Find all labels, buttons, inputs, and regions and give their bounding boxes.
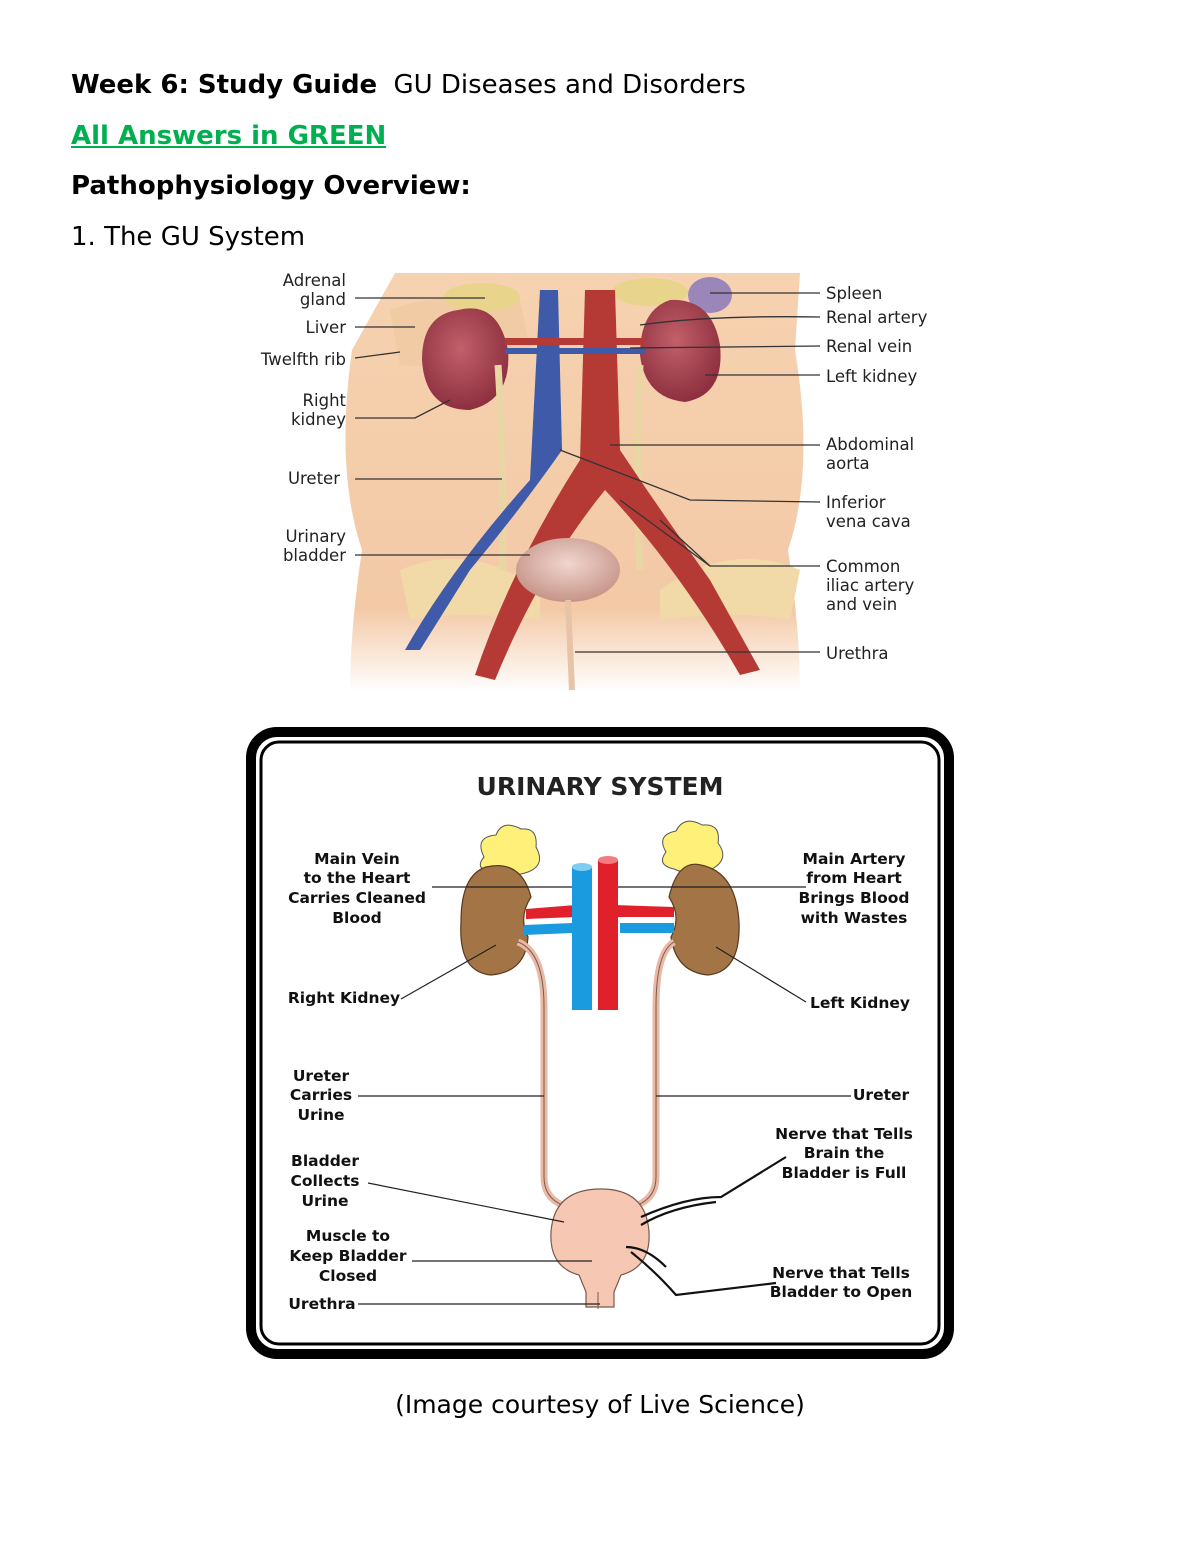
- right-kidney-icon: [460, 865, 532, 976]
- label-abdominal: Abdominal: [826, 435, 914, 454]
- label-main-artery-2: from Heart: [806, 869, 902, 887]
- figure2-labels: Main Vein to the Heart Carries Cleaned B…: [288, 850, 913, 1313]
- left-kidney-shape: [640, 299, 721, 402]
- main-vein-top: [572, 863, 592, 871]
- label-right-kidney: Right Kidney: [288, 989, 400, 1007]
- label-main-vein-1: Main Vein: [314, 850, 400, 868]
- adrenal-gland-left-icon: [661, 820, 724, 874]
- renal-vein-shape: [505, 348, 645, 354]
- label-left-kidney: Left kidney: [826, 367, 918, 386]
- right-ureter-outline: [517, 941, 563, 1206]
- right-kidney-shape: [422, 308, 509, 410]
- label-main-artery-4: with Wastes: [801, 909, 908, 927]
- label-nerve-full-1: Nerve that Tells: [775, 1125, 913, 1143]
- renal-artery-shape: [505, 338, 645, 345]
- label-common: Common: [826, 557, 900, 576]
- figure1-left-labels: Adrenal gland Liver Twelfth rib Right ki…: [260, 271, 347, 565]
- label-muscle-2: Keep Bladder: [289, 1247, 407, 1265]
- label-bladder-3: Urine: [301, 1192, 348, 1210]
- image-caption: (Image courtesy of Live Science): [395, 1390, 805, 1419]
- label-ureter-carries-1: Ureter: [293, 1067, 350, 1085]
- label-renal-artery: Renal artery: [826, 308, 928, 327]
- label-main-vein-2: to the Heart: [304, 869, 411, 887]
- label-main-artery-3: Brings Blood: [798, 889, 909, 907]
- main-artery-shape: [598, 860, 618, 1010]
- renal-artery-left: [614, 905, 674, 917]
- main-vein-shape: [572, 867, 592, 1010]
- label-main-vein-4: Blood: [332, 909, 382, 927]
- label-urethra: Urethra: [826, 644, 888, 663]
- label-inferior: Inferior: [826, 493, 886, 512]
- renal-artery-right: [526, 905, 576, 919]
- label-renal-vein: Renal vein: [826, 337, 912, 356]
- main-artery-top: [598, 856, 618, 864]
- label-ureter-carries-2: Carries: [290, 1086, 352, 1104]
- course-title: GU Diseases and Disorders: [393, 70, 746, 100]
- figure2-leader-lines: [358, 886, 851, 1305]
- adrenal-gland-right: [444, 283, 520, 311]
- label-vena-cava: vena cava: [826, 512, 911, 531]
- label-gland: gland: [300, 290, 346, 309]
- right-ureter: [494, 364, 507, 571]
- label-spleen: Spleen: [826, 284, 882, 303]
- label-muscle-3: Closed: [319, 1267, 377, 1285]
- renal-vein-right: [524, 923, 572, 935]
- label-kidney: kidney: [291, 410, 346, 429]
- label-bladder-1: Bladder: [291, 1152, 359, 1170]
- figure1-right-labels: Spleen Renal artery Renal vein Left kidn…: [826, 284, 928, 663]
- label-ureter-right: Ureter: [853, 1086, 910, 1104]
- nerve-lines: [625, 1156, 787, 1297]
- label-main-vein-3: Carries Cleaned: [288, 889, 426, 907]
- label-aorta: aorta: [826, 454, 870, 473]
- label-nerve-open-1: Nerve that Tells: [772, 1264, 910, 1282]
- left-ureter-outline: [637, 941, 675, 1206]
- label-and-vein: and vein: [826, 595, 897, 614]
- figure-inner-frame: [259, 740, 941, 1346]
- label-iliac-artery: iliac artery: [826, 576, 914, 595]
- inferior-vena-cava: [405, 290, 562, 650]
- renal-vein-left: [620, 923, 674, 933]
- label-twelfth-rib: Twelfth rib: [260, 350, 346, 369]
- abdominal-aorta: [475, 290, 760, 680]
- adrenal-gland-left: [612, 278, 688, 306]
- urinary-system-title: URINARY SYSTEM: [477, 772, 724, 801]
- urinary-system-figure: URINARY SYSTEM Main Vein: [246, 727, 954, 1359]
- urinary-bladder-shape: [516, 538, 620, 602]
- label-right: Right: [303, 391, 347, 410]
- gu-system-anatomy-figure: Adrenal gland Liver Twelfth rib Right ki…: [260, 271, 928, 692]
- label-nerve-full-2: Brain the: [804, 1144, 885, 1162]
- item-1: 1. The GU System: [71, 222, 306, 252]
- label-adrenal: Adrenal: [283, 271, 346, 290]
- left-kidney-icon: [668, 863, 740, 976]
- week-label: Week 6: Study Guide: [71, 70, 378, 100]
- label-liver: Liver: [306, 318, 347, 337]
- answers-note-link[interactable]: All Answers in GREEN: [71, 121, 387, 151]
- answers-note[interactable]: All Answers in GREEN: [71, 121, 386, 151]
- label-urethra: Urethra: [288, 1295, 355, 1313]
- label-nerve-full-3: Bladder is Full: [782, 1164, 907, 1182]
- label-bladder: bladder: [283, 546, 346, 565]
- left-ureter: [634, 364, 644, 571]
- label-urinary: Urinary: [285, 527, 346, 546]
- document-header: Week 6: Study Guide GU Diseases and Diso…: [71, 70, 746, 100]
- label-ureter: Ureter: [288, 469, 340, 488]
- label-ureter-carries-3: Urine: [297, 1106, 344, 1124]
- section-title: Pathophysiology Overview:: [71, 171, 471, 201]
- label-left-kidney: Left Kidney: [810, 994, 910, 1012]
- label-bladder-2: Collects: [291, 1172, 360, 1190]
- spleen-shape: [688, 277, 732, 313]
- label-main-artery-1: Main Artery: [803, 850, 906, 868]
- label-nerve-open-2: Bladder to Open: [770, 1283, 913, 1301]
- leader-lines: [354, 292, 821, 653]
- urethra-shape: [565, 599, 575, 691]
- label-muscle-1: Muscle to: [306, 1227, 390, 1245]
